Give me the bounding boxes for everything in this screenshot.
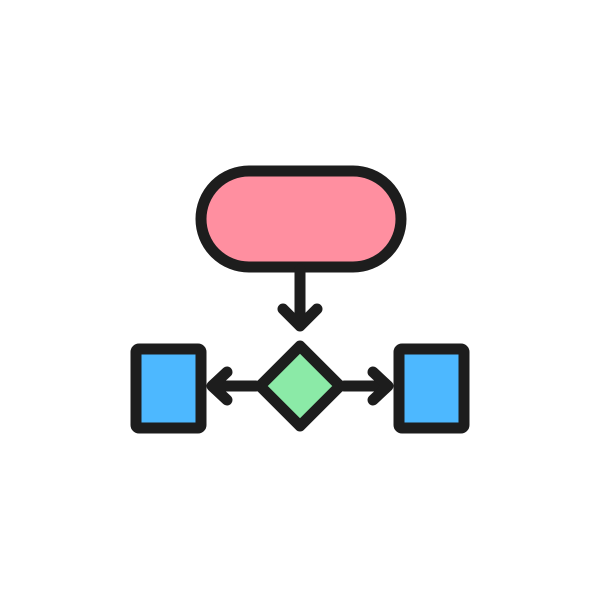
left-process-node — [130, 343, 207, 434]
right-process-node — [393, 343, 470, 434]
arrow-right-icon — [338, 366, 394, 406]
start-node — [195, 165, 407, 273]
decision-node — [254, 340, 346, 432]
arrow-left-icon — [206, 366, 262, 406]
arrow-down-icon — [277, 263, 323, 332]
